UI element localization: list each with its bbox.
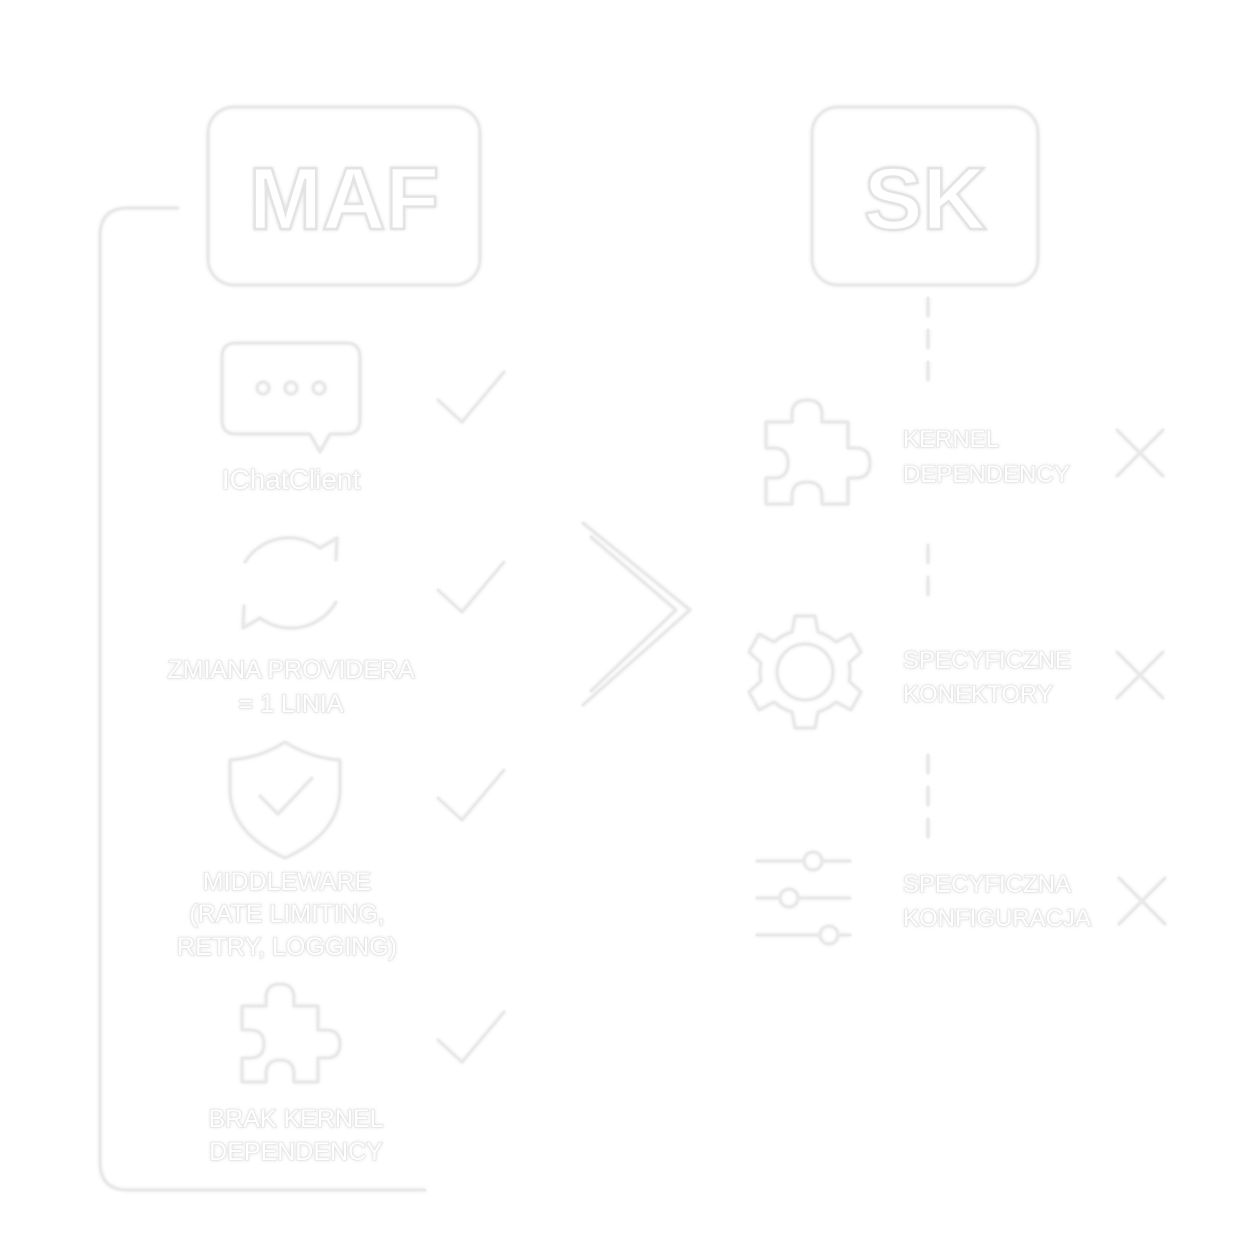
check-icon: [436, 370, 506, 424]
zmiana-providera-label-line2: = 1 LINIA: [239, 690, 344, 718]
sk-box: SK: [810, 105, 1040, 287]
zmiana-providera-label: ZMIANA PROVIDERA: [167, 656, 415, 684]
left-bracket: [98, 206, 427, 1192]
x-mark-icon: [1115, 428, 1165, 478]
specyficzne-konektory-label-line2: KONEKTORY: [903, 681, 1053, 708]
sk-label: SK: [864, 149, 986, 248]
kernel-dependency-label-line2: DEPENDENCY: [903, 461, 1070, 488]
brak-kernel-label-line2: DEPENDENCY: [209, 1138, 383, 1166]
middleware-label: MIDDLEWARE: [203, 868, 372, 896]
shield-check-icon: [228, 740, 342, 860]
specyficzna-konfiguracja-label-line2: KONFIGURACJA: [903, 905, 1091, 932]
chat-bubble-icon: [220, 341, 362, 454]
middleware-label-line3: RETRY, LOGGING): [177, 933, 397, 961]
check-icon: [436, 560, 506, 614]
chevron-right-icon: [581, 521, 692, 707]
puzzle-icon: [764, 398, 872, 506]
brak-kernel-label: BRAK KERNEL: [208, 1105, 383, 1133]
x-mark-icon: [1115, 650, 1165, 700]
specyficzna-konfiguracja-label: SPECYFICZNA: [903, 871, 1071, 898]
maf-label: MAF: [249, 149, 440, 248]
check-icon: [436, 1010, 506, 1064]
gear-icon: [747, 614, 863, 730]
maf-box: MAF: [206, 105, 482, 287]
specyficzne-konektory-label: SPECYFICZNE: [903, 647, 1071, 674]
check-icon: [436, 768, 506, 822]
sliders-icon: [755, 850, 852, 946]
middleware-label-line2: (RATE LIMITING,: [189, 900, 384, 928]
refresh-icon: [241, 536, 339, 630]
ichatclient-label: IChatClient: [222, 464, 361, 495]
puzzle-icon: [240, 982, 342, 1084]
kernel-dependency-label: KERNEL: [903, 426, 999, 453]
x-mark-icon: [1117, 876, 1167, 926]
